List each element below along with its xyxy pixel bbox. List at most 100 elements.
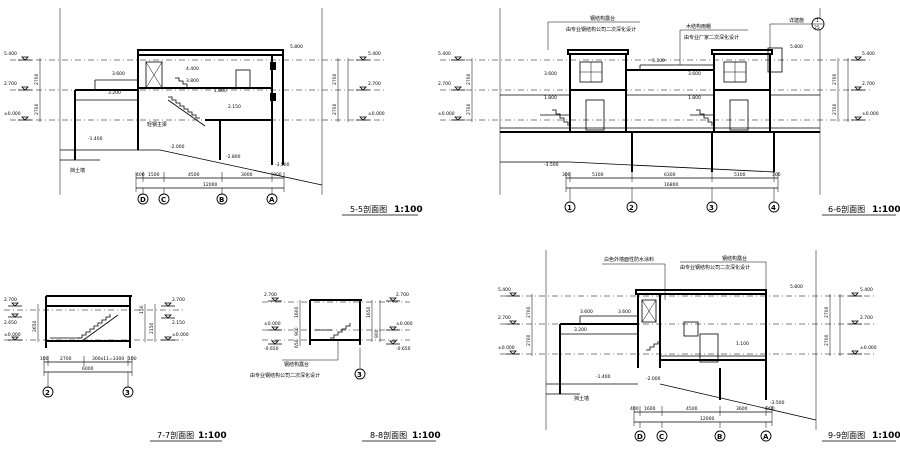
level-label: -2.800 bbox=[226, 154, 241, 160]
dimension-chain: 400 1600 4500 3600 900 12000 bbox=[630, 406, 775, 426]
level-label: 5.400 bbox=[4, 51, 17, 57]
level-label: 5.400 bbox=[368, 51, 381, 57]
dim-text: 2700 bbox=[60, 356, 72, 362]
dim-total: 16800 bbox=[664, 182, 678, 188]
level-label: 3.300 bbox=[652, 58, 665, 64]
dim-text: 1500 bbox=[148, 172, 160, 178]
axis-markers: D C B A bbox=[634, 422, 772, 442]
level-label: 5.800 bbox=[290, 44, 303, 50]
note-design: 由专业钢结构公司二次深化设计 bbox=[566, 26, 636, 33]
height-dim: 2700 bbox=[832, 103, 838, 115]
axis-markers: 1 2 3 4 bbox=[564, 188, 780, 213]
section-scale: 1:100 bbox=[198, 431, 227, 441]
level-label: 5.400 bbox=[860, 287, 873, 293]
section-title: 7-7剖面图 bbox=[157, 430, 194, 440]
section-5-5: 5.400 2.700 ±0.000 2700 2700 2700 2700 5… bbox=[4, 8, 423, 216]
level-label: 3.600 bbox=[580, 309, 593, 315]
level-label: 2.700 bbox=[368, 81, 381, 87]
height-dim: 1650 bbox=[366, 306, 372, 318]
section-scale: 1:100 bbox=[412, 431, 441, 441]
level-label: ±0.000 bbox=[860, 345, 877, 351]
level-label: 5.800 bbox=[790, 284, 803, 290]
annotations: 钢结构露台 由专业钢结构公司二次深化设计 bbox=[250, 340, 339, 379]
height-dim: 2700 bbox=[466, 103, 472, 115]
retaining-wall-note: 挡土墙 bbox=[70, 167, 85, 174]
axis-markers: D C B A bbox=[137, 188, 278, 205]
axis-markers: 3 bbox=[354, 348, 366, 380]
section-6-6: 5.400 2.700 ±0.000 2700 2700 2700 2700 5… bbox=[438, 8, 900, 216]
height-dim: 2700 bbox=[832, 73, 838, 85]
dim-text: 6300 bbox=[664, 172, 676, 178]
dim-text: 3000 bbox=[241, 172, 253, 178]
detail-reference: 详建施 bbox=[789, 17, 804, 24]
level-markers-left: 5.400 2.700 ±0.000 2700 2700 bbox=[498, 287, 533, 356]
axis-label: 2 bbox=[45, 389, 50, 397]
dim-text: 5100 bbox=[592, 172, 604, 178]
height-dim: 2700 bbox=[332, 103, 338, 115]
axis-label: 3 bbox=[709, 204, 714, 212]
axis-label: C bbox=[161, 196, 166, 204]
dimension-chain: 400 1500 4500 3000 900 12000 bbox=[135, 172, 285, 192]
level-markers-left: 2.700 ±0.000 -0.650 1600 900 650 bbox=[264, 292, 301, 352]
dim-text: 400 bbox=[136, 172, 145, 178]
level-label: -1.400 bbox=[596, 374, 611, 380]
note-steel-terrace: 钢结构露台 bbox=[722, 255, 747, 262]
note-steel-terrace: 钢结构露台 bbox=[284, 361, 309, 368]
level-label: 2.700 bbox=[438, 81, 451, 87]
level-markers-left: 2.700 2.650 ±0.000 2650 bbox=[4, 297, 39, 342]
level-label: 3.600 bbox=[544, 71, 557, 77]
building-section bbox=[45, 295, 132, 348]
dimension-chain: 300 5100 6300 5100 300 16800 bbox=[562, 172, 781, 192]
dim-text: 3600 bbox=[736, 406, 748, 412]
level-label: 5.400 bbox=[498, 287, 511, 293]
level-label: 2.700 bbox=[498, 315, 511, 321]
level-label: 2.700 bbox=[172, 297, 185, 303]
column-note: 轻钢主梁 bbox=[147, 121, 167, 128]
height-dim: 2700 bbox=[526, 306, 532, 318]
height-dim: 900 bbox=[294, 327, 300, 336]
dim-text: 300 bbox=[772, 172, 781, 178]
height-dim: 2700 bbox=[526, 334, 532, 346]
annotations: 钢结构露台 由专业钢结构公司二次深化设计 木结构雨棚 由专业厂家二次深化设计 详… bbox=[544, 15, 825, 168]
axis-label: D bbox=[637, 433, 643, 441]
dim-text: 900 bbox=[273, 172, 282, 178]
level-label: -2.000 bbox=[646, 376, 661, 382]
level-label: ±0.000 bbox=[862, 111, 879, 117]
level-label: -3.500 bbox=[544, 162, 559, 168]
level-label: ±0.000 bbox=[4, 332, 21, 338]
dim-total: 12000 bbox=[700, 416, 714, 422]
level-label: 1.100 bbox=[736, 341, 749, 347]
level-label: 2.700 bbox=[860, 315, 873, 321]
dim-text: 100 bbox=[128, 356, 137, 362]
level-label: 1.800 bbox=[544, 95, 557, 101]
dim-text: 100 bbox=[40, 356, 49, 362]
building-section bbox=[60, 49, 323, 186]
height-dim: 900 bbox=[374, 329, 380, 338]
level-label: 2.150 bbox=[228, 104, 241, 110]
height-dim: 2700 bbox=[824, 306, 830, 318]
level-markers-right: 2700 2700 5.400 2.700 ±0.000 bbox=[332, 51, 385, 122]
level-label: 2.700 bbox=[396, 292, 409, 298]
height-dim: 2150 bbox=[149, 322, 155, 334]
level-label: 2.700 bbox=[4, 81, 17, 87]
level-label: 3.800 bbox=[186, 78, 199, 84]
axis-label: C bbox=[659, 433, 664, 441]
axis-label: B bbox=[717, 433, 722, 441]
interior-levels: 5.800 3.600 3.200 4.400 3.800 1.800 2.15… bbox=[70, 44, 303, 174]
level-label: -3.500 bbox=[275, 162, 290, 168]
section-8-8: 2.700 ±0.000 -0.650 1600 900 650 1650 90… bbox=[250, 292, 441, 442]
note-design: 由专业钢结构公司二次深化设计 bbox=[250, 372, 320, 379]
annotations: 白色外墙面性防水涂料 钢结构露台 由专业钢结构公司二次深化设计 5.800 3.… bbox=[574, 255, 803, 406]
level-markers-left: 5.400 2.700 ±0.000 2700 2700 bbox=[438, 51, 473, 122]
level-markers-right: 2700 2700 5.400 2.700 ±0.000 bbox=[824, 287, 877, 356]
height-dim: 2700 bbox=[332, 73, 338, 85]
level-label: 2.700 bbox=[264, 292, 277, 298]
level-label: 2.650 bbox=[4, 320, 17, 326]
level-markers-right: 2700 2700 5.400 2.700 ±0.000 bbox=[832, 51, 879, 122]
level-markers-left: 5.400 2.700 ±0.000 2700 2700 bbox=[4, 51, 41, 122]
dim-text: 4500 bbox=[686, 406, 698, 412]
section-title: 5-5剖面图 bbox=[350, 204, 387, 214]
section-scale: 1:100 bbox=[872, 205, 900, 215]
note-design: 由专业厂家二次深化设计 bbox=[684, 34, 739, 41]
